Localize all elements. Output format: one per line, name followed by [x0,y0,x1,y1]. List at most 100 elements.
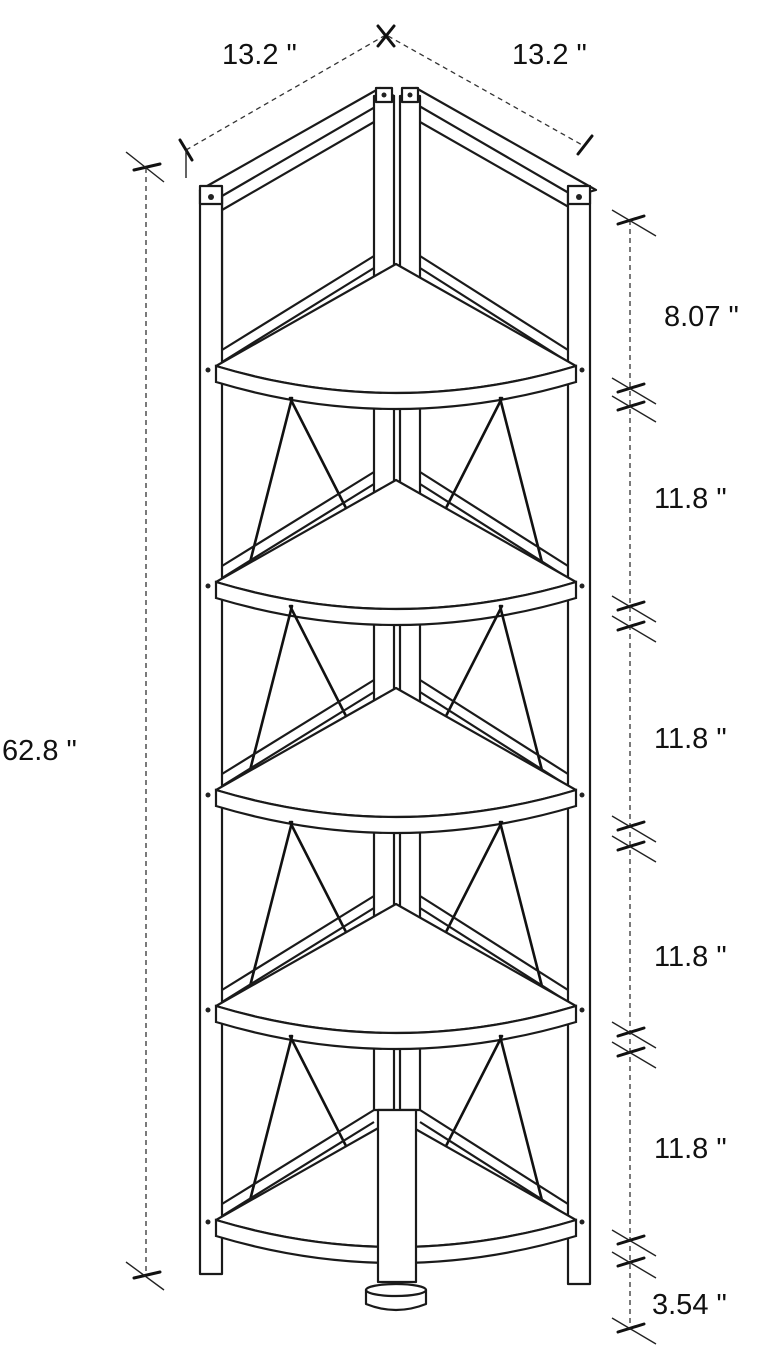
total-height-bottom-ext [125,1261,165,1291]
spacing-tick-ext [611,1317,657,1345]
gap-3-label: 11.8 " [654,941,727,973]
bottom-clearance-label: 3.54 " [652,1289,727,1321]
width-left-dim-line [185,35,385,151]
shelf-rail-right-top [419,471,569,567]
shelf-rail-right-top [419,1109,569,1205]
front-left-leg [198,188,224,1276]
shelf-2 [214,396,578,627]
spacing-tick-ext [611,1021,657,1049]
leg-bolt-8 [579,792,585,798]
width-right-dim-line [387,35,585,147]
leg-bolt-7 [579,583,585,589]
shelf-rail-left-top [221,255,375,351]
brace-left-b [288,820,348,934]
shelf-rail-left-top [221,471,375,567]
shelf-rail-left [221,907,375,1003]
leg-bolt-4 [205,1007,211,1013]
gap-1-label: 11.8 " [654,483,727,515]
spacing-tick-ext [611,615,657,643]
gap-2-label: 11.8 " [654,723,727,755]
total-height-top-tick [132,162,162,172]
width-center-tick-b [376,24,396,48]
spacing-tick [616,1046,646,1058]
leg-bolt-9 [579,1007,585,1013]
gap-4-label: 11.8 " [654,1133,727,1165]
leg-bolt-1 [205,367,211,373]
back-top-rail-left [198,86,396,198]
shelf-surface [214,686,578,819]
shelf-edge [214,364,578,411]
front-left-leg-hole [208,194,214,200]
width-right-label: 13.2 " [512,39,587,71]
total-height-bottom-tick [132,1270,162,1280]
shelf-1 [214,255,578,411]
shelf-rail-left-top [221,679,375,775]
shelf-surface [214,262,578,395]
spacing-tick-ext [611,209,657,237]
center-foot-post [376,1108,418,1284]
spacing-tick-ext [611,377,657,405]
spacing-tick-ext [611,1041,657,1069]
brace-right-b [444,604,504,718]
shelf-edge [214,580,578,627]
shelf-rail-left [221,267,375,363]
top-gap-label: 8.07 " [664,301,739,333]
brace-right-b [444,396,504,510]
shelf-surface [214,478,578,611]
brace-left-a [244,396,294,580]
back-left-brace-line [221,121,375,211]
spacing-tick [616,620,646,632]
shelf-edge [214,788,578,835]
shelves [214,255,578,1265]
spacing-tick-ext [611,395,657,423]
spacing-tick [616,1322,646,1334]
spacing-tick-ext [611,1229,657,1257]
spacing-tick-ext [611,595,657,623]
spacing-tick [616,1026,646,1038]
total-height-label: 62.8 " [2,735,77,767]
shelf-rail-left-top [221,1109,375,1205]
spacing-tick-ext [611,815,657,843]
brace-right-b [444,820,504,934]
spacing-tick-ext [611,835,657,863]
spacing-tick-ext [611,1251,657,1279]
leg-bolt-2 [205,583,211,589]
shelf-rail-right-top [419,895,569,991]
shelf-rail-left [221,1121,375,1217]
back-right-brace-line [419,121,575,211]
shelf-edge [214,1004,578,1051]
spacing-tick [616,400,646,412]
spacing-tick [616,820,646,832]
spacing-tick [616,840,646,852]
spacing-tick [616,382,646,394]
front-right-leg-hole [576,194,582,200]
spacing-tick [616,1234,646,1246]
spacing-tick [616,600,646,612]
shelf-rail-right-top [419,255,569,351]
shelf-rail-left [221,483,375,579]
leg-bolt-3 [205,792,211,798]
front-legs [198,184,592,1286]
shelf-edge [214,1218,578,1265]
total-height-top-ext [125,151,165,183]
width-right-tick [576,134,594,156]
spacing-dimensions: 8.07 " 11.8 " 11.8 " 11.8 " 11.8 " 3.54 … [611,209,739,1345]
brace-right-b [444,1034,504,1148]
center-foot [364,1108,428,1312]
shelf-surface [214,902,578,1035]
center-post-hole-right [407,92,413,98]
width-left-label: 13.2 " [222,39,297,71]
leg-bolt-6 [579,367,585,373]
leg-bolt-10 [579,1219,585,1225]
brace-left-b [288,396,348,510]
shelf-rail-right-top [419,679,569,775]
center-post-hole-left [381,92,387,98]
brace-left-a [244,820,294,1004]
front-right-leg [566,188,592,1286]
spacing-tick [616,214,646,226]
top-dimensions: 13.2 " 13.2 " [178,24,594,178]
spacing-ticks [611,209,657,1345]
brace-left-a [244,604,294,788]
